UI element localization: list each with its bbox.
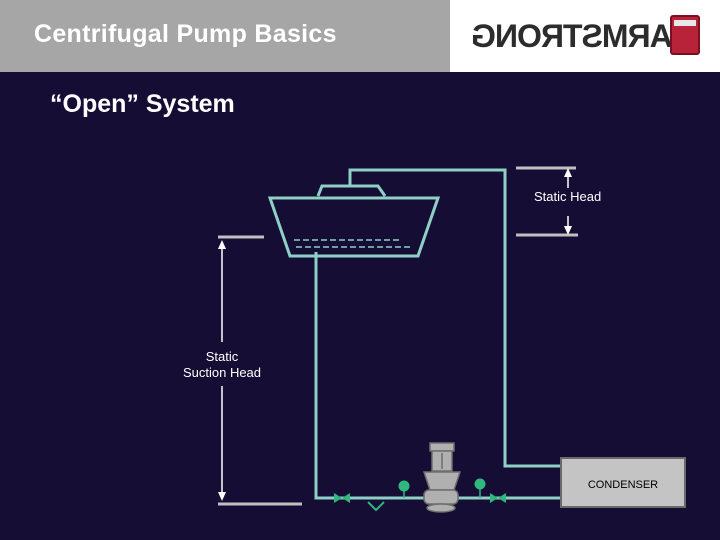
- discharge-valves: [474, 478, 506, 503]
- check-valve-icon: [490, 493, 498, 503]
- suction-head-arrowhead-up: [218, 240, 226, 249]
- pump-volute: [423, 489, 459, 505]
- pump-base: [426, 503, 456, 513]
- condenser: CONDENSER: [560, 457, 686, 508]
- strainer-icon: [367, 501, 385, 512]
- gate-valve-icon-2: [342, 493, 350, 503]
- pump-coupling: [422, 471, 462, 491]
- logo-area: ARMSTRONG: [450, 0, 720, 72]
- pressure-gauge-icon-right: [474, 478, 486, 490]
- condenser-box: [560, 457, 686, 508]
- check-valve-icon-2: [498, 493, 506, 503]
- gate-valve-icon: [334, 493, 342, 503]
- static-head-arrowhead-down: [564, 226, 572, 235]
- pressure-gauge-icon-left: [398, 480, 410, 492]
- cooling-tower: [267, 184, 441, 258]
- cooling-tower-basin: [267, 196, 441, 258]
- piping: [314, 168, 560, 500]
- suction-head-label-line1: Static: [206, 349, 239, 364]
- pump: [422, 442, 462, 513]
- static-head-label: Static Head: [534, 189, 601, 204]
- slide-subtitle: “Open” System: [50, 90, 235, 118]
- suction-head-arrowhead-down: [218, 492, 226, 501]
- pump-motor-cap: [429, 442, 455, 452]
- suction-valves: [334, 480, 410, 512]
- cooling-tower-top: [316, 184, 387, 197]
- header-bar: Centrifugal Pump Basics: [0, 0, 450, 72]
- static-suction-head-dimension: Static Suction Head: [183, 235, 302, 506]
- static-head-dimension: Static Head: [516, 166, 601, 237]
- condenser-to-tower-pipe: [348, 168, 560, 468]
- slide-header-title: Centrifugal Pump Basics: [34, 20, 337, 48]
- condenser-label: CONDENSER: [588, 479, 658, 491]
- static-head-arrowhead-up: [564, 168, 572, 177]
- suction-pipe: [314, 252, 432, 500]
- suction-head-label-line2: Suction Head: [183, 365, 261, 380]
- logo-badge-icon: [670, 15, 700, 55]
